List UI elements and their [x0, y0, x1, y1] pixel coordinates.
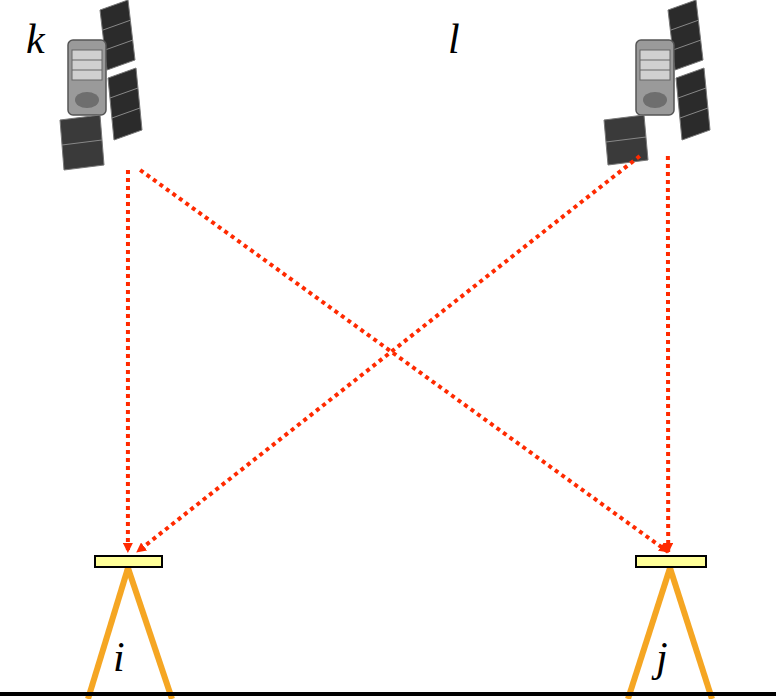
signal-arrow — [126, 170, 130, 552]
point-label: j — [656, 636, 668, 678]
point-label: i — [113, 636, 125, 678]
signal-arrow — [666, 156, 670, 552]
receiver-node: j — [636, 552, 706, 692]
point-label: l — [448, 18, 460, 60]
satellite-k — [60, 0, 142, 170]
receiver-i — [88, 556, 172, 699]
satellite-node: k — [20, 4, 142, 170]
receiver-j — [628, 556, 712, 699]
satellite-l — [604, 0, 710, 165]
point-label: k — [26, 18, 45, 60]
signal-arrow — [140, 170, 668, 552]
signal-arrow — [137, 156, 640, 552]
satellite-node: l — [440, 4, 710, 156]
ground-line — [0, 692, 776, 696]
receiver-node: i — [95, 552, 165, 692]
